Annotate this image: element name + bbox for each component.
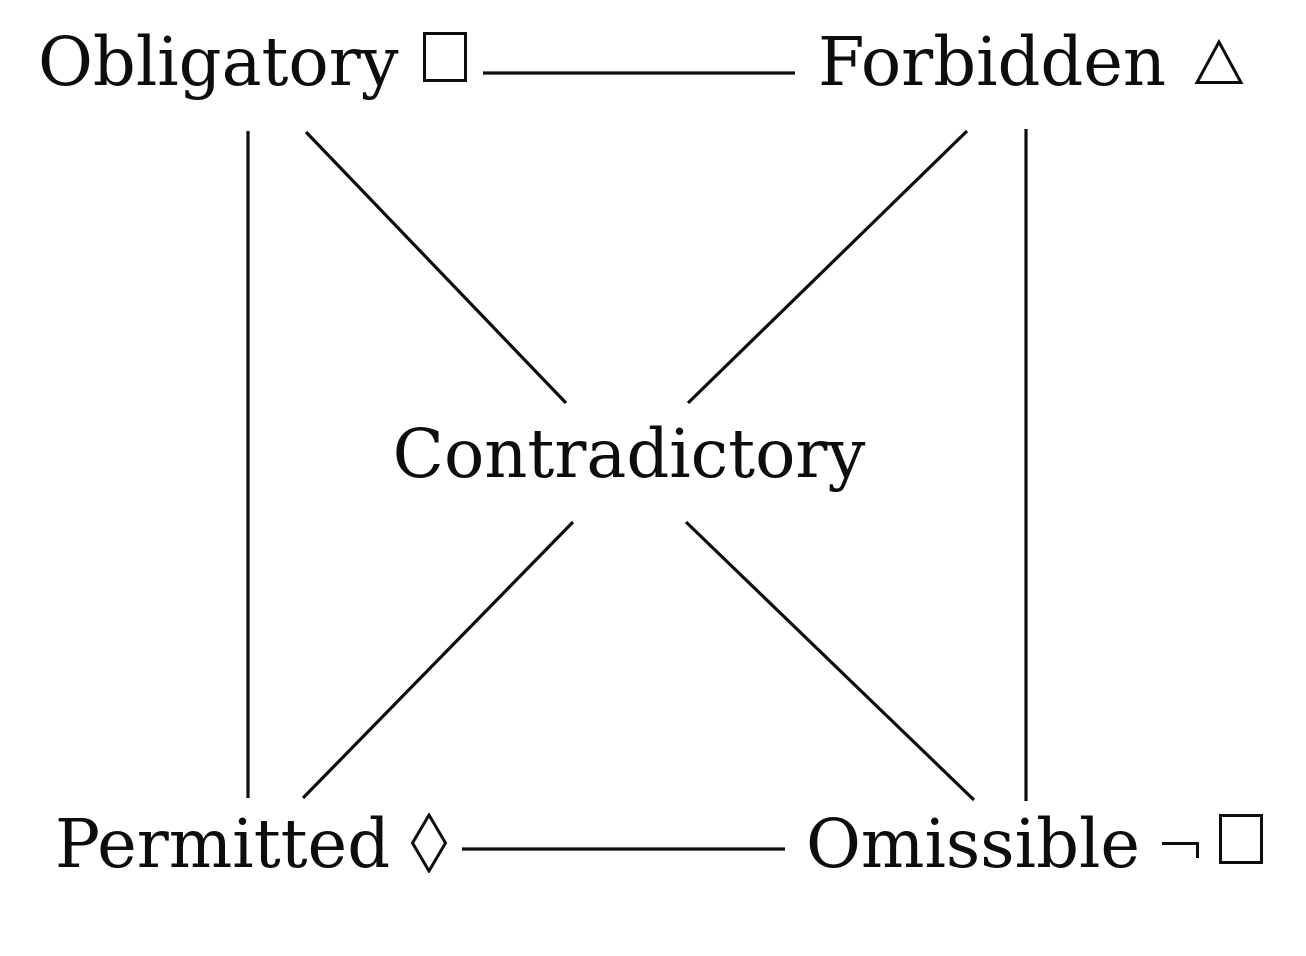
not-sign-icon — [1162, 842, 1200, 858]
node-obligatory: Obligatory — [38, 29, 467, 96]
white-square-icon — [1219, 814, 1264, 864]
node-forbidden-label: Forbidden — [818, 23, 1167, 101]
node-forbidden: Forbidden — [818, 29, 1244, 96]
node-permitted-label: Permitted — [55, 805, 391, 883]
white-triangle-icon — [1194, 38, 1244, 84]
edge-diagonal-topleft-line — [304, 130, 568, 405]
edge-diagonal-topright-line — [686, 129, 969, 405]
node-obligatory-label: Obligatory — [38, 23, 399, 101]
node-omissible: Omissible — [806, 811, 1264, 878]
white-square-icon — [422, 32, 467, 82]
node-omissible-label: Omissible — [806, 805, 1141, 883]
edge-diagonal-bottomleft-line — [301, 520, 575, 800]
contradictory-label: Contradictory — [392, 415, 866, 493]
white-lozenge-icon — [410, 812, 448, 874]
node-permitted: Permitted — [55, 811, 448, 878]
edge-diagonal-bottomright-line — [684, 520, 976, 802]
